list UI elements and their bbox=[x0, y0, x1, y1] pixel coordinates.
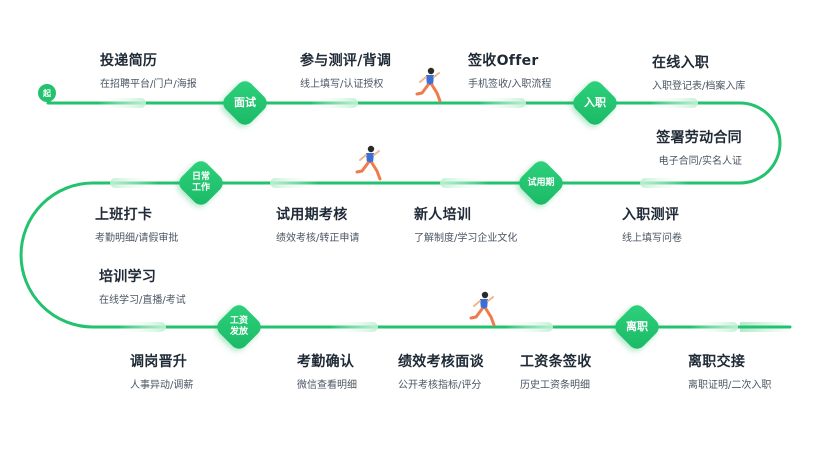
step-performance: 绩效考核面谈 公开考核指标/评分 bbox=[398, 351, 484, 391]
step-subtitle: 历史工资条明细 bbox=[520, 380, 590, 391]
step-title: 入职测评 bbox=[622, 207, 680, 223]
step-subtitle: 在线学习/直播/考试 bbox=[99, 295, 186, 306]
step-title: 离职交接 bbox=[688, 354, 746, 370]
step-title: 参与测评/背调 bbox=[300, 53, 392, 69]
step-contract: 签署劳动合同 电子合同/实名人证 bbox=[650, 127, 742, 167]
runner-icon bbox=[415, 67, 442, 103]
step-title: 培训学习 bbox=[99, 269, 157, 285]
step-subtitle: 在招聘平台/门户/海报 bbox=[100, 79, 197, 90]
step-apply: 投递简历 在招聘平台/门户/海报 bbox=[100, 50, 197, 90]
node-interview: 面试 bbox=[219, 77, 271, 129]
step-payslip: 工资条签收 历史工资条明细 bbox=[520, 351, 592, 391]
step-subtitle: 线上填写/认证授权 bbox=[300, 79, 384, 90]
runner-icon bbox=[355, 145, 382, 181]
track-path bbox=[19, 101, 792, 329]
step-subtitle: 公开考核指标/评分 bbox=[398, 380, 482, 391]
node-label: 面试 bbox=[234, 96, 256, 109]
node-onboard: 入职 bbox=[569, 77, 621, 129]
step-newbie-training: 新人培训 了解制度/学习企业文化 bbox=[414, 204, 517, 244]
step-title: 试用期考核 bbox=[276, 207, 348, 223]
step-onboard-test: 入职测评 线上填写问卷 bbox=[622, 204, 682, 244]
start-marker: 起 bbox=[38, 84, 56, 102]
step-subtitle: 了解制度/学习企业文化 bbox=[414, 233, 518, 244]
step-subtitle: 入职登记表/档案入库 bbox=[652, 81, 746, 92]
node-label: 试用期 bbox=[527, 177, 555, 188]
step-title: 考勤确认 bbox=[297, 354, 355, 370]
track-tail bbox=[740, 322, 790, 332]
step-probation-review: 试用期考核 绩效考核/转正申请 bbox=[276, 204, 359, 244]
step-title: 绩效考核面谈 bbox=[398, 354, 484, 370]
step-title: 签署劳动合同 bbox=[656, 130, 742, 146]
node-label: 工资 发放 bbox=[229, 316, 248, 337]
node-probation: 试用期 bbox=[515, 157, 567, 209]
step-onboard-online: 在线入职 入职登记表/档案入库 bbox=[652, 52, 745, 92]
runner-icon bbox=[469, 291, 496, 327]
node-payroll: 工资 发放 bbox=[213, 301, 265, 353]
node-label: 日常 工作 bbox=[191, 172, 210, 193]
step-subtitle: 绩效考核/转正申请 bbox=[276, 233, 360, 244]
step-training: 培训学习 在线学习/直播/考试 bbox=[99, 266, 186, 306]
step-transfer: 调岗晋升 人事异动/调薪 bbox=[130, 351, 193, 391]
step-title: 签收Offer bbox=[468, 53, 539, 69]
step-exit: 离职交接 离职证明/二次入职 bbox=[688, 351, 771, 391]
step-title: 调岗晋升 bbox=[130, 354, 188, 370]
step-title: 工资条签收 bbox=[520, 354, 592, 370]
step-subtitle: 离职证明/二次入职 bbox=[688, 380, 772, 391]
step-title: 在线入职 bbox=[652, 55, 710, 71]
step-clock-in: 上班打卡 考勤明细/请假审批 bbox=[95, 204, 178, 244]
node-label: 离职 bbox=[626, 320, 648, 333]
step-subtitle: 考勤明细/请假审批 bbox=[95, 233, 179, 244]
step-subtitle: 电子合同/实名人证 bbox=[658, 156, 742, 167]
step-subtitle: 手机签收/入职流程 bbox=[468, 79, 552, 90]
node-label: 入职 bbox=[584, 96, 606, 109]
step-assess: 参与测评/背调 线上填写/认证授权 bbox=[300, 50, 391, 90]
step-subtitle: 微信查看明细 bbox=[297, 380, 357, 391]
step-subtitle: 人事异动/调薪 bbox=[130, 380, 194, 391]
node-daily-work: 日常 工作 bbox=[175, 157, 227, 209]
step-attendance: 考勤确认 微信查看明细 bbox=[297, 351, 357, 391]
step-offer: 签收Offer 手机签收/入职流程 bbox=[468, 50, 551, 90]
track-glows bbox=[98, 98, 738, 332]
step-title: 投递简历 bbox=[100, 53, 158, 69]
step-title: 新人培训 bbox=[414, 207, 472, 223]
step-subtitle: 线上填写问卷 bbox=[622, 233, 682, 244]
node-resign: 离职 bbox=[611, 301, 663, 353]
step-title: 上班打卡 bbox=[95, 207, 153, 223]
